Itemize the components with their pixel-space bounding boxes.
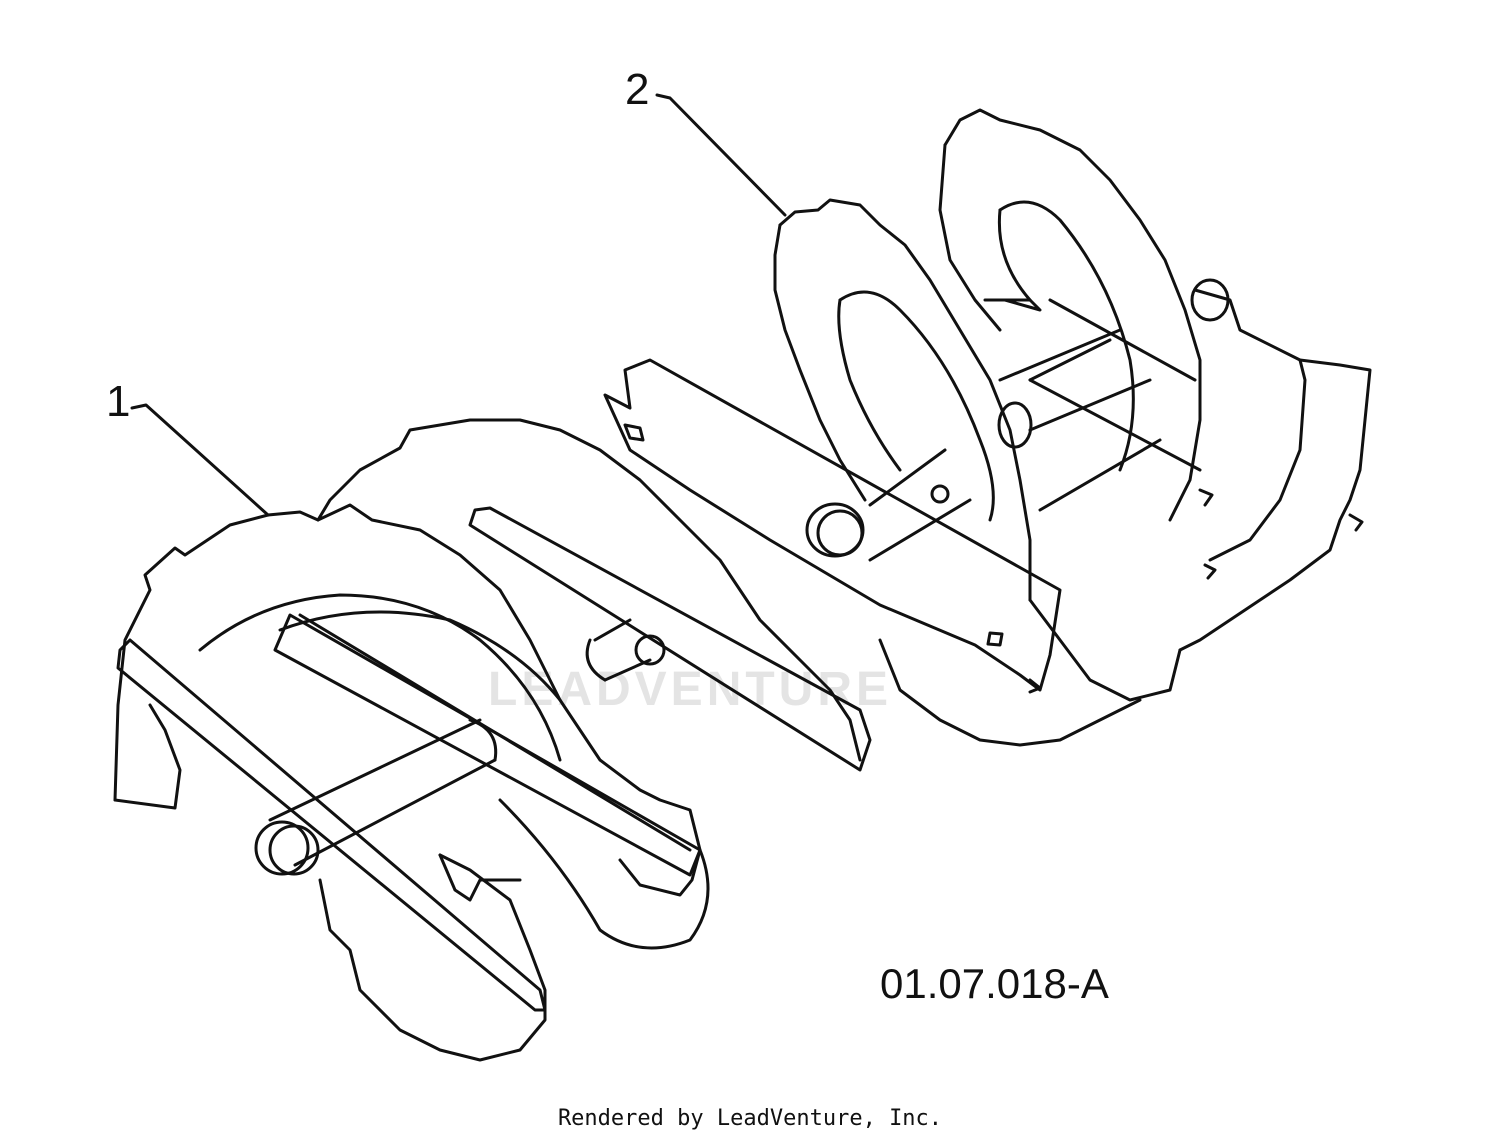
auger-flight-right (773, 108, 1372, 747)
auger-flight-left (113, 418, 872, 1062)
figure-number: 01.07.018-A (880, 960, 1109, 1007)
leader-line-2 (655, 93, 787, 217)
leader-line-1 (130, 403, 270, 517)
footer-credit: Rendered by LeadVenture, Inc. (557, 1106, 943, 1131)
callout-1: 1 (106, 377, 131, 426)
center-mounting-plate (603, 358, 1062, 692)
callout-2: 2 (625, 65, 650, 114)
